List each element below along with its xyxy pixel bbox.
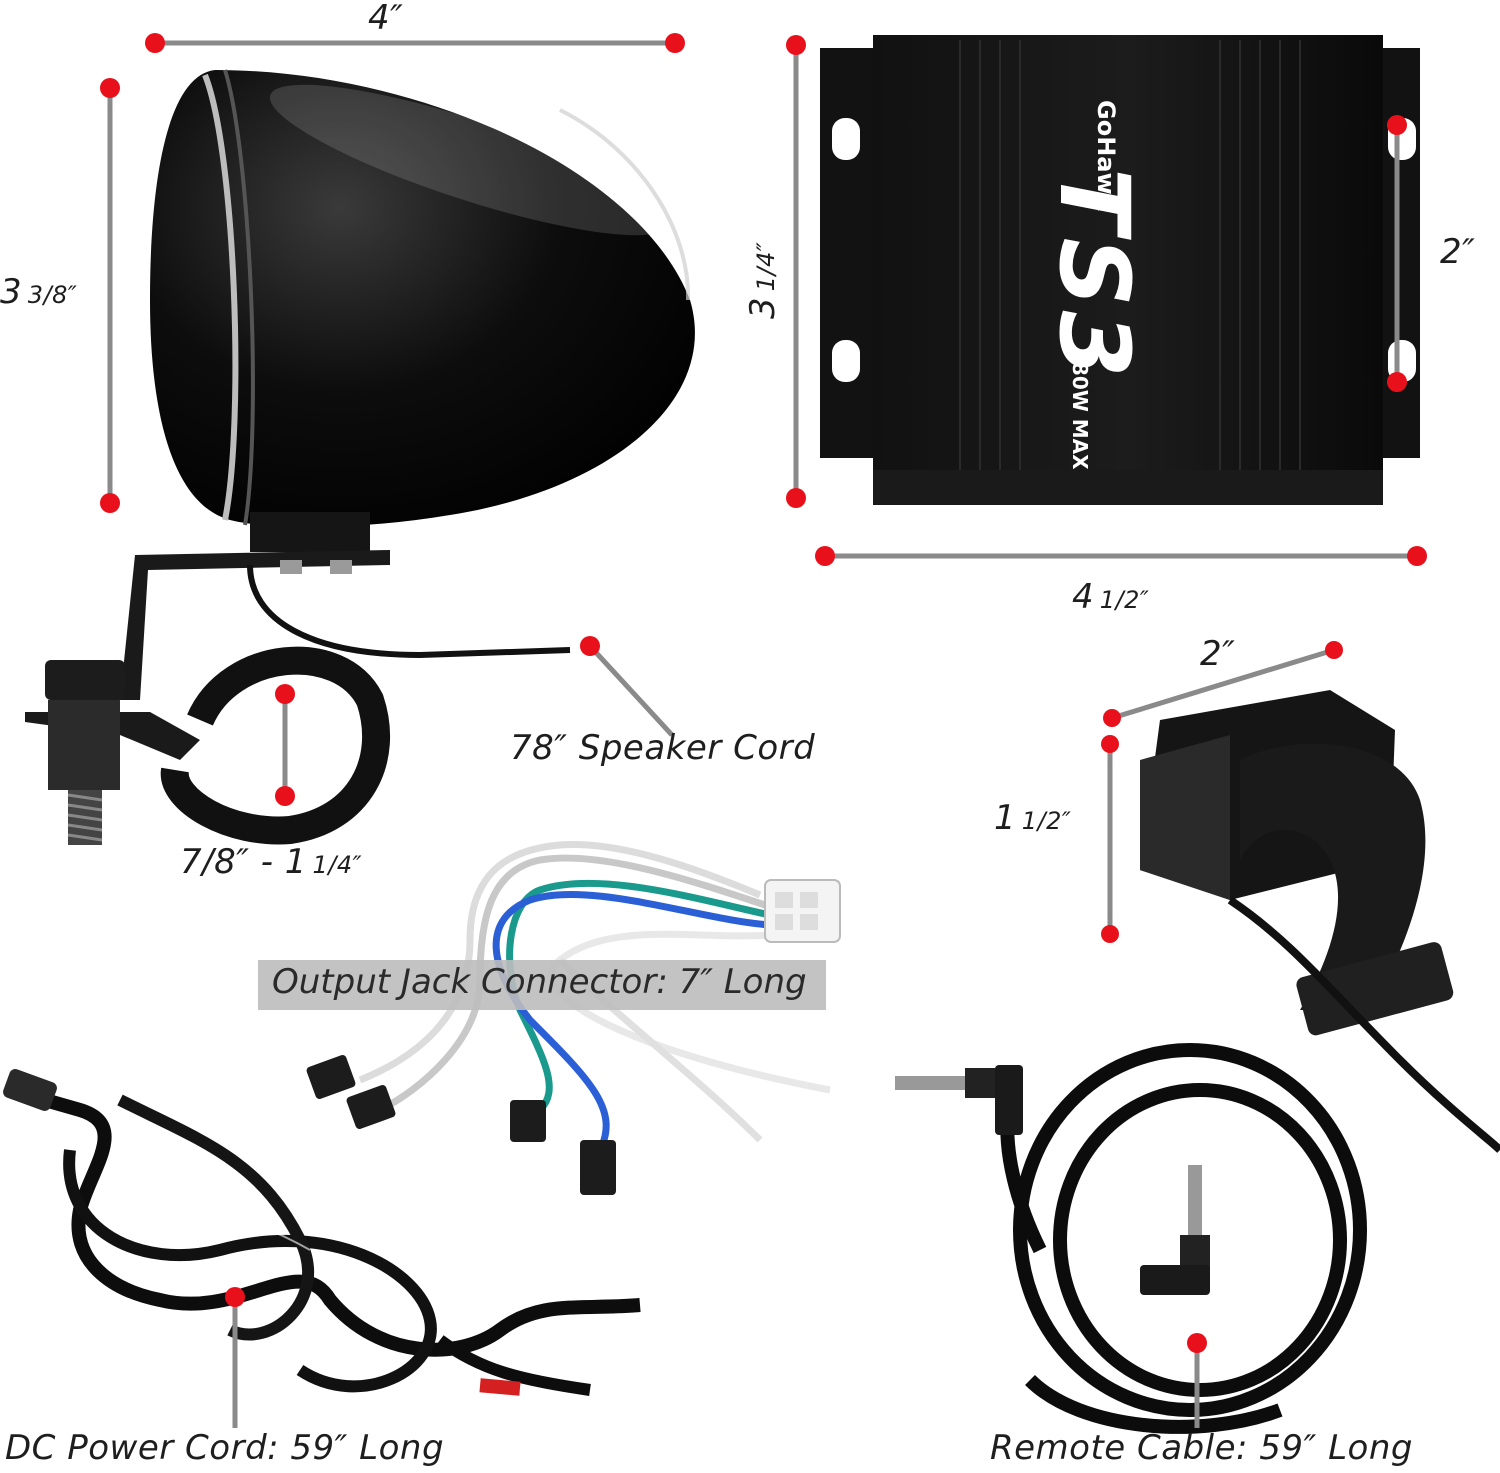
handlebar-clamp bbox=[160, 646, 391, 845]
speaker-height-whole: 3 bbox=[0, 272, 23, 312]
clamp-range-label: 7/8″ - 1 1/4″ bbox=[180, 842, 362, 882]
marker bbox=[1101, 925, 1119, 943]
audio-plug-bottom bbox=[1140, 1165, 1210, 1295]
speaker-pod bbox=[150, 69, 695, 552]
marker bbox=[1387, 372, 1407, 392]
remote-cable-coil bbox=[1000, 1043, 1367, 1434]
dimension-markers bbox=[100, 33, 1427, 1353]
amp-model-label: TS3 bbox=[1038, 168, 1150, 382]
leader-speaker-cord bbox=[588, 644, 674, 737]
amplifier-unit bbox=[820, 35, 1420, 505]
marker bbox=[665, 33, 685, 53]
remote-height-frac: 1/2″ bbox=[1021, 807, 1072, 835]
remote-height-label: 1 1/2″ bbox=[994, 798, 1071, 838]
output-jack-banner bbox=[258, 960, 826, 1010]
marker bbox=[1387, 115, 1407, 135]
clamp-range-frac: 1/4″ bbox=[312, 851, 363, 879]
marker bbox=[100, 78, 120, 98]
marker bbox=[1325, 641, 1343, 659]
amp-power-label: 180W MAX bbox=[1068, 348, 1092, 470]
marker bbox=[145, 33, 165, 53]
dimension-lines bbox=[107, 40, 1417, 1428]
remote-width-label: 2″ bbox=[1200, 634, 1236, 674]
marker bbox=[100, 493, 120, 513]
marker bbox=[815, 546, 835, 566]
marker bbox=[1101, 735, 1119, 753]
amp-length-label: 4 1/2″ bbox=[1072, 577, 1149, 617]
red-terminal-sleeve bbox=[479, 1378, 521, 1396]
dc-power-caption: DC Power Cord: 59″ Long bbox=[5, 1428, 445, 1468]
output-jack-caption: Output Jack Connector: 7″ Long bbox=[272, 962, 807, 1002]
remote-control bbox=[1140, 690, 1500, 1153]
harness-connector bbox=[764, 879, 841, 943]
harness-terminals bbox=[306, 1054, 616, 1195]
amp-length-frac: 1/2″ bbox=[1099, 586, 1150, 614]
remote-cable-caption: Remote Cable: 59″ Long bbox=[990, 1428, 1413, 1468]
marker bbox=[786, 35, 806, 55]
marker bbox=[1407, 546, 1427, 566]
dim-line-remote-width bbox=[1111, 647, 1335, 721]
remote-height-whole: 1 bbox=[994, 798, 1017, 838]
clamp-range-main: 7/8″ - 1 bbox=[180, 842, 307, 882]
speaker-cord-caption: 78″ Speaker Cord bbox=[510, 728, 816, 768]
amp-height-frac: 1/4″ bbox=[752, 241, 780, 292]
marker bbox=[1103, 709, 1121, 727]
marker bbox=[275, 786, 295, 806]
marker bbox=[1187, 1333, 1207, 1353]
audio-plug-top bbox=[895, 1065, 1023, 1135]
speaker-height-label: 3 3/8″ bbox=[0, 272, 77, 312]
speaker-mount-bracket bbox=[25, 550, 571, 845]
dc-power-cord bbox=[8, 1083, 641, 1396]
marker bbox=[275, 684, 295, 704]
marker bbox=[580, 636, 600, 656]
amp-height-whole: 3 bbox=[743, 296, 783, 319]
marker bbox=[786, 488, 806, 508]
speaker-width-label: 4″ bbox=[368, 0, 404, 38]
barrel-plug bbox=[3, 1069, 57, 1111]
amp-length-whole: 4 bbox=[1072, 577, 1095, 617]
speaker-height-frac: 3/8″ bbox=[27, 281, 78, 309]
marker bbox=[225, 1287, 245, 1307]
amp-mount-width-label: 2″ bbox=[1440, 232, 1476, 272]
amp-height-label: 3 1/4″ bbox=[743, 189, 787, 319]
